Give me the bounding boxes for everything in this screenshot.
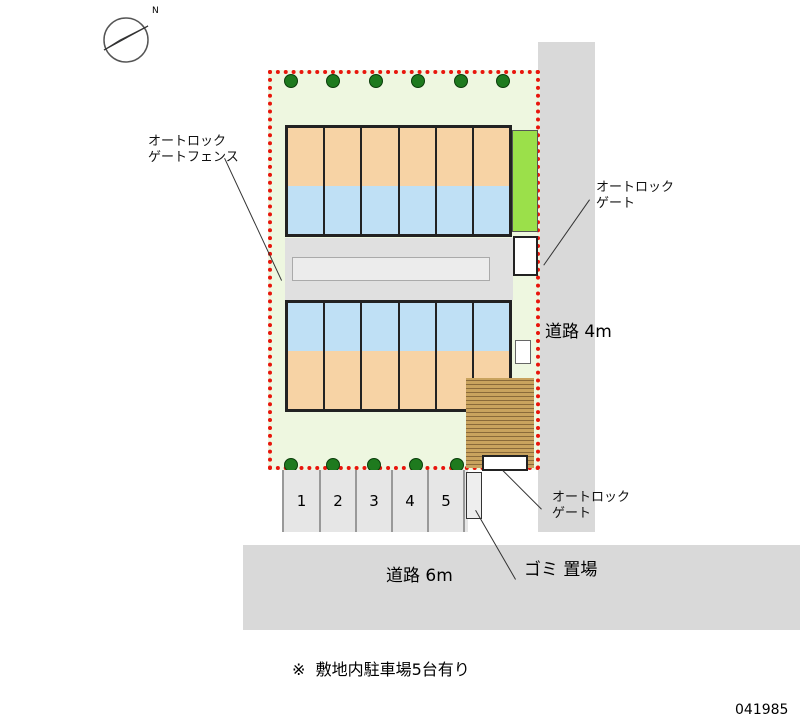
parking-space: 5 [429, 470, 465, 532]
gate-east [513, 236, 538, 276]
label-road-south: 道路 6m [386, 566, 453, 586]
parking-space: 1 [284, 470, 321, 532]
road-south [243, 545, 800, 630]
parking-note: ※ 敷地内駐車場5台有り [292, 660, 470, 679]
compass-north-label: N [152, 6, 159, 16]
parking-space: 4 [393, 470, 429, 532]
stairs [515, 340, 531, 364]
label-autolock-gate-east: オートロック ゲート [596, 180, 675, 211]
label-autolock-gate-fence: オートロック ゲートフェンス [148, 134, 239, 165]
tree-row-north [284, 74, 510, 88]
corridor-planter [292, 257, 490, 281]
leader-line [502, 470, 542, 510]
paving [466, 378, 534, 468]
property-code: 041985 [735, 702, 789, 718]
parking-space: 2 [321, 470, 357, 532]
compass-icon [103, 17, 149, 63]
label-road-east: 道路 4m [545, 322, 612, 342]
planting-strip [512, 130, 538, 232]
building-north [285, 125, 512, 237]
label-garbage: ゴミ 置場 [524, 560, 598, 580]
parking-area: 1 2 3 4 5 [282, 470, 468, 532]
road-east [538, 42, 595, 532]
gate-south [482, 455, 528, 471]
building-south [285, 300, 512, 412]
garbage-area [466, 472, 482, 519]
parking-space: 3 [357, 470, 393, 532]
label-autolock-gate-south: オートロック ゲート [552, 490, 631, 521]
